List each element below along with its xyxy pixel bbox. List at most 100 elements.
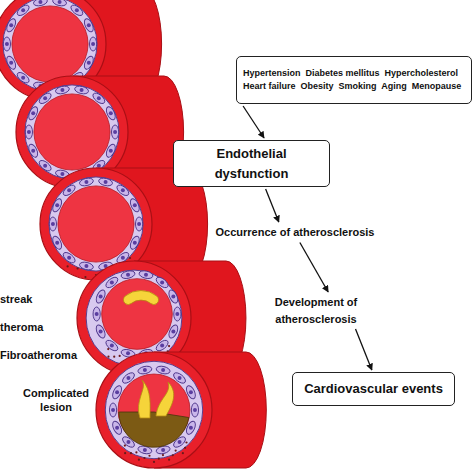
cell-nucleus xyxy=(9,23,13,27)
lumen xyxy=(58,186,134,262)
lipid-dot xyxy=(113,356,115,358)
cell-nucleus xyxy=(27,130,31,134)
artery-section xyxy=(96,352,266,468)
cell-nucleus xyxy=(60,172,64,176)
cell-nucleus xyxy=(189,390,193,394)
endothelial-cell xyxy=(49,217,56,231)
lipid-dot xyxy=(129,257,131,259)
endothelial-cell xyxy=(25,125,32,139)
cell-nucleus xyxy=(161,368,165,372)
lipid-dot xyxy=(172,454,174,456)
endothelial-cell xyxy=(98,177,113,187)
intima xyxy=(25,85,119,179)
lipid-dot xyxy=(138,459,140,461)
cell-nucleus xyxy=(121,188,125,192)
cell-nucleus xyxy=(161,448,165,452)
lipid-dot xyxy=(184,447,186,449)
cell-nucleus xyxy=(189,426,193,430)
endothelial-cell xyxy=(79,261,94,271)
endothelial-cell xyxy=(111,125,118,139)
cell-nucleus xyxy=(143,368,147,372)
cell-nucleus xyxy=(75,8,79,12)
lipid-dot xyxy=(67,265,69,267)
endothelial-cell xyxy=(55,85,70,95)
cell-nucleus xyxy=(21,8,25,12)
cell-nucleus xyxy=(31,111,35,115)
lipid-dot xyxy=(185,441,187,443)
cell-nucleus xyxy=(84,180,88,184)
cell-nucleus xyxy=(95,312,99,316)
cell-nucleus xyxy=(109,149,113,153)
node-text: Endothelial dysfunction xyxy=(180,144,323,183)
endothelial-cell xyxy=(93,307,100,321)
endothelial-cell xyxy=(137,365,152,375)
stage-label: Fibroatheroma xyxy=(0,348,95,362)
cell-nucleus xyxy=(113,130,117,134)
step-text: Development of atherosclerosis xyxy=(240,294,392,327)
endothelial-cell xyxy=(135,217,142,231)
endothelial-cell xyxy=(3,37,10,51)
lipid-dot xyxy=(182,452,184,454)
cell-nucleus xyxy=(110,280,114,284)
node-text: Cardiovascular events xyxy=(299,379,448,399)
lipid-dot xyxy=(119,355,121,357)
cell-nucleus xyxy=(143,448,147,452)
cell-nucleus xyxy=(99,294,103,298)
lipid-dot xyxy=(107,348,109,350)
endothelial-cell xyxy=(89,37,96,51)
vessel-face xyxy=(96,352,212,468)
cell-nucleus xyxy=(115,390,119,394)
endothelial-cell xyxy=(109,403,116,417)
cell-nucleus xyxy=(171,330,175,334)
cell-nucleus xyxy=(91,42,95,46)
cell-nucleus xyxy=(175,312,179,316)
cell-nucleus xyxy=(104,180,108,184)
cell-nucleus xyxy=(126,351,130,355)
lipid-dot xyxy=(107,356,109,358)
lipid-dot xyxy=(130,452,132,454)
node-text: Hypertension Diabetes mellitus Hyperchol… xyxy=(243,67,465,81)
cell-nucleus xyxy=(160,344,164,348)
cell-nucleus xyxy=(60,88,64,92)
cell-nucleus xyxy=(115,426,119,430)
cell-nucleus xyxy=(67,188,71,192)
intima xyxy=(105,361,202,458)
endothelial-cell xyxy=(120,270,135,280)
cell-nucleus xyxy=(55,241,59,245)
lipid-dot xyxy=(158,458,160,460)
cell-nucleus xyxy=(178,440,182,444)
lumen xyxy=(34,94,110,170)
endothelial-cell xyxy=(155,365,170,375)
endothelial-cell xyxy=(138,270,153,280)
cell-nucleus xyxy=(38,0,42,4)
lipid-dot xyxy=(135,451,137,453)
cell-nucleus xyxy=(144,273,148,277)
endothelial-cell xyxy=(74,85,89,95)
cell-nucleus xyxy=(58,0,62,4)
lipid-dot xyxy=(124,444,126,446)
cell-nucleus xyxy=(87,23,91,27)
cell-nucleus xyxy=(43,164,47,168)
thrombus xyxy=(119,412,189,447)
lipid-dot xyxy=(143,457,145,459)
cell-nucleus xyxy=(111,408,115,412)
process-box: Hypertension Diabetes mellitus Hyperchol… xyxy=(236,56,472,104)
lumen xyxy=(12,6,88,82)
endothelial-cell xyxy=(79,177,94,187)
cell-nucleus xyxy=(126,273,130,277)
endothelial-cell xyxy=(191,403,198,417)
stage-label: Complicated lesion xyxy=(14,386,98,415)
lipid-dot xyxy=(153,461,155,463)
cell-nucleus xyxy=(97,96,101,100)
cell-nucleus xyxy=(80,88,84,92)
cell-nucleus xyxy=(67,256,71,260)
cell-nucleus xyxy=(133,241,137,245)
step-text: Occurrence of atherosclerosis xyxy=(214,224,376,241)
cell-nucleus xyxy=(55,203,59,207)
lipid-core xyxy=(123,291,158,305)
cell-nucleus xyxy=(110,344,114,348)
intima xyxy=(49,177,143,271)
cell-nucleus xyxy=(21,76,25,80)
lipid-dot xyxy=(175,449,177,451)
